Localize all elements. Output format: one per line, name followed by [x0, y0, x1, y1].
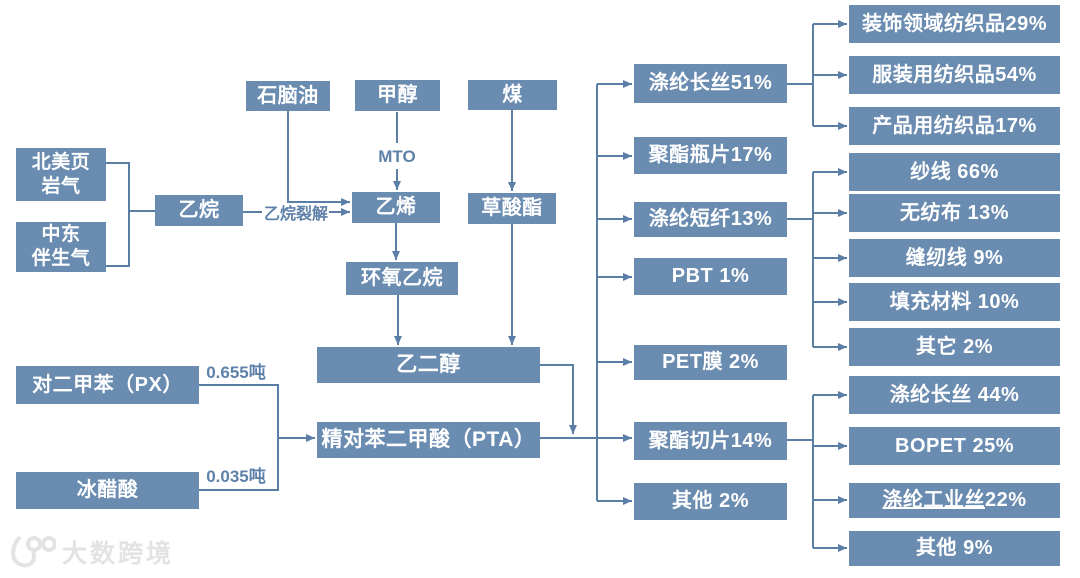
- application-chip-other: 其他 9%: [849, 531, 1060, 566]
- node-pta: 精对苯二甲酸（PTA）: [317, 422, 540, 458]
- application-yarn: 纱线 66%: [849, 153, 1060, 191]
- node-acetic-acid: 冰醋酸: [16, 472, 199, 509]
- edge-label-px-ratio: 0.655吨: [206, 362, 266, 382]
- node-coal: 煤: [468, 80, 557, 110]
- dashu-logo-icon: [11, 535, 56, 568]
- node-na-shale-gas: 北美页 岩气: [16, 148, 106, 201]
- industrial-yarn-pct: 22%: [984, 489, 1027, 511]
- industrial-yarn-name: 涤纶工业丝: [882, 489, 985, 511]
- node-px: 对二甲苯（PX）: [16, 366, 199, 404]
- application-chip-filament: 涤纶长丝 44%: [849, 376, 1060, 414]
- product-pbt: PBT 1%: [634, 258, 787, 295]
- edge-label-acetic-ratio: 0.035吨: [206, 466, 266, 486]
- node-meg: 乙二醇: [317, 347, 540, 383]
- application-sewing-thread: 缝纫线 9%: [849, 239, 1060, 277]
- application-product-textiles: 产品用纺织品17%: [849, 107, 1060, 145]
- application-decorative-textiles: 装饰领域纺织品29%: [849, 5, 1060, 43]
- application-nonwoven: 无纺布 13%: [849, 194, 1060, 232]
- product-other: 其他 2%: [634, 483, 787, 520]
- node-methanol: 甲醇: [355, 80, 440, 111]
- node-ethylene: 乙烯: [352, 192, 440, 223]
- application-staple-other: 其它 2%: [849, 328, 1060, 366]
- watermark: 大数跨境: [8, 534, 174, 570]
- application-bopet: BOPET 25%: [849, 427, 1060, 465]
- application-filling-material: 填充材料 10%: [849, 283, 1060, 321]
- edge-label-ethane-cracking: 乙烷裂解: [263, 206, 328, 223]
- edge-label-mto: MTO: [378, 147, 416, 166]
- application-industrial-yarn: 涤纶工业丝 22%: [849, 483, 1060, 518]
- node-ethylene-oxide: 环氧乙烷: [346, 262, 458, 295]
- product-pet-film: PET膜 2%: [634, 345, 787, 380]
- node-naphtha: 石脑油: [246, 81, 330, 111]
- application-apparel-textiles: 服装用纺织品54%: [849, 56, 1060, 94]
- node-ethane: 乙烷: [155, 195, 243, 226]
- watermark-text: 大数跨境: [62, 540, 175, 568]
- product-polyester-filament: 涤纶长丝51%: [634, 64, 787, 103]
- product-staple-fiber: 涤纶短纤13%: [634, 202, 787, 237]
- product-bottle-chips: 聚酯瓶片17%: [634, 137, 787, 174]
- node-me-associated-gas: 中东 伴生气: [16, 222, 106, 272]
- node-oxalate-ester: 草酸酯: [468, 193, 556, 224]
- product-polyester-chips: 聚酯切片14%: [634, 422, 787, 460]
